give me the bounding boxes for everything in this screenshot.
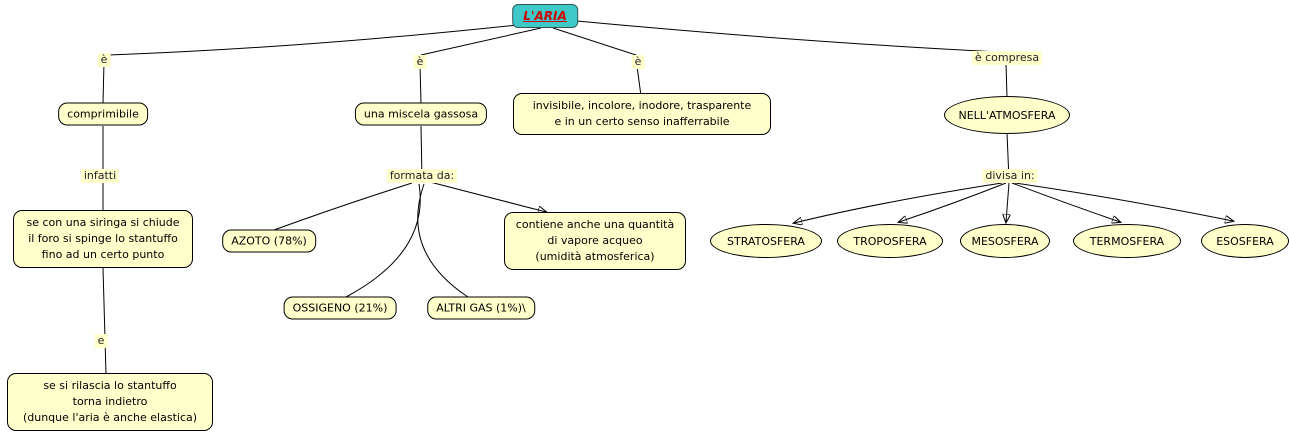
edge-formata-vapore bbox=[429, 181, 546, 212]
edge-siringa-rilascia bbox=[102, 267, 107, 375]
node-ossigeno[interactable]: OSSIGENO (21%) bbox=[283, 296, 397, 320]
edge-formata-azoto bbox=[273, 182, 413, 231]
edge-root-e-mid bbox=[420, 27, 542, 56]
edge-root-e-left bbox=[107, 24, 518, 56]
edge-divisa-troposfera bbox=[899, 182, 1007, 222]
edge-e-compresa-atmosfera bbox=[1005, 62, 1008, 99]
node-invisibile[interactable]: invisibile, incolore, inodore, trasparen… bbox=[513, 93, 771, 135]
node-termosfera[interactable]: TERMOSFERA bbox=[1073, 224, 1181, 258]
edge-e-right-invisibile bbox=[636, 65, 642, 97]
edge-root-e-compresa bbox=[576, 20, 1001, 53]
node-mesosfera[interactable]: MESOSFERA bbox=[960, 224, 1050, 258]
link-label-e-left[interactable]: è bbox=[97, 53, 111, 67]
node-troposfera[interactable]: TROPOSFERA bbox=[837, 224, 943, 258]
edge-divisa-termosfera bbox=[1011, 182, 1120, 222]
edge-formata-altri-gas bbox=[417, 183, 469, 298]
node-root-aria[interactable]: L'ARIA bbox=[512, 4, 578, 28]
edge-e-left-comprimibile bbox=[102, 61, 105, 104]
edge-divisa-mesosfera bbox=[1006, 182, 1009, 222]
link-label-e-join[interactable]: e bbox=[94, 334, 108, 348]
node-stratosfera[interactable]: STRATOSFERA bbox=[710, 224, 822, 258]
edge-root-e-right bbox=[552, 27, 637, 56]
node-esosfera[interactable]: ESOSFERA bbox=[1201, 224, 1289, 258]
link-label-divisa-in[interactable]: divisa in: bbox=[982, 169, 1038, 183]
node-azoto[interactable]: AZOTO (78%) bbox=[222, 229, 316, 253]
edge-divisa-esosfera bbox=[1014, 182, 1233, 221]
edge-divisa-stratosfera bbox=[794, 182, 1003, 223]
node-miscela-gassosa[interactable]: una miscela gassosa bbox=[354, 102, 488, 126]
node-siringa[interactable]: se con una siringa si chiude il foro si … bbox=[13, 210, 193, 268]
node-vapore-acqueo[interactable]: contiene anche una quantità di vapore ac… bbox=[504, 212, 686, 270]
node-rilascia[interactable]: se si rilascia lo stantuffo torna indiet… bbox=[7, 373, 213, 431]
link-label-infatti[interactable]: infatti bbox=[80, 169, 120, 183]
link-label-formata-da[interactable]: formata da: bbox=[386, 169, 458, 183]
link-label-e-mid[interactable]: è bbox=[413, 55, 427, 69]
node-comprimibile[interactable]: comprimibile bbox=[58, 102, 148, 126]
node-altri-gas[interactable]: ALTRI GAS (1%)\ bbox=[427, 296, 535, 320]
node-atmosfera[interactable]: NELL'ATMOSFERA bbox=[944, 96, 1070, 134]
link-label-e-right[interactable]: è bbox=[631, 55, 645, 69]
edge-e-mid-miscela bbox=[419, 63, 422, 105]
link-label-e-compresa[interactable]: è compresa bbox=[971, 51, 1043, 65]
